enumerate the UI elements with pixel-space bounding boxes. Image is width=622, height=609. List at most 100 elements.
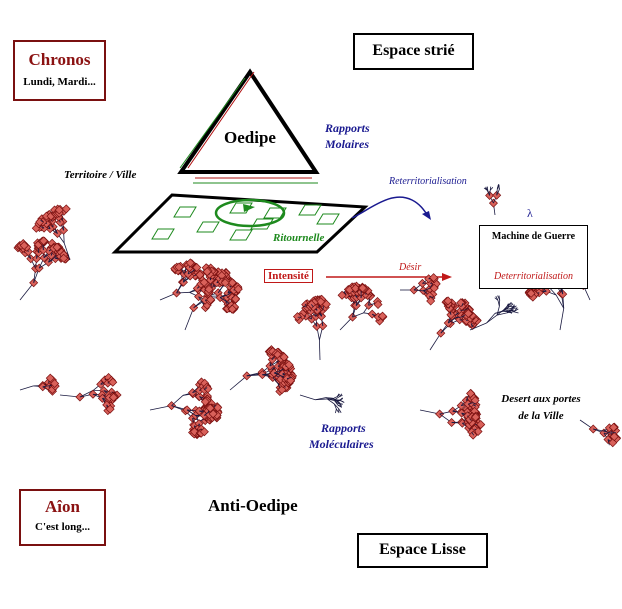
rhizome-node (61, 204, 71, 214)
rhizome-branch (339, 397, 343, 401)
rhizome-branch (429, 284, 433, 289)
rhizome-node (429, 273, 439, 283)
rhizome-node (286, 376, 296, 386)
rhizome-branch (429, 295, 434, 299)
rhizome-node (204, 284, 214, 294)
ritournelle-arrowhead (243, 204, 255, 212)
rhizome-branch (506, 303, 510, 308)
rhizome-node (609, 432, 619, 442)
rhizome-node (378, 311, 388, 321)
rhizome-branch (334, 399, 340, 404)
rhizome-branch (277, 382, 281, 388)
rhizome-branch (335, 408, 337, 414)
rhizome-node (471, 412, 481, 422)
rhizome-branch (503, 309, 510, 312)
rhizome-node (231, 294, 241, 304)
rhizome-branch (219, 297, 228, 303)
rhizome-branch (507, 304, 510, 309)
rhizome-node (358, 283, 368, 293)
rhizome-branch (486, 314, 498, 324)
rhizome-branch (495, 295, 499, 301)
rhizome-node (199, 427, 209, 437)
rhizome-branch (273, 369, 282, 374)
rhizome-branch (472, 404, 477, 407)
espace-strie-box: Espace strié (353, 33, 474, 70)
chronos-title: Chronos (28, 50, 91, 69)
rhizome-node (108, 377, 118, 387)
rhizome-branch (40, 226, 45, 229)
rhizome-branch (486, 313, 496, 324)
rhizome-branch (469, 322, 487, 331)
rhizome-node (337, 290, 347, 300)
rhizome-branch (607, 439, 610, 446)
rhizome-branch (472, 402, 476, 405)
rhizome-branch (171, 395, 184, 406)
rhizome-node (59, 253, 69, 263)
rhizome-branch (509, 303, 514, 307)
rhizome-branch (326, 398, 335, 405)
rhizome-branch (496, 184, 499, 190)
rhizome-branch (340, 400, 345, 403)
rhizome-branch (42, 385, 50, 388)
rhizome-branch (333, 403, 337, 410)
rhizome-branch (269, 361, 277, 367)
rhizome-node (174, 262, 184, 272)
rhizome-branch (271, 356, 276, 360)
rhizome-branch (509, 309, 514, 312)
ritournelle-label: Ritournelle (273, 232, 325, 244)
anti-oedipe-label: Anti-Oedipe (208, 496, 298, 515)
rhizome-branch (496, 188, 498, 196)
rhizome-node (50, 379, 60, 389)
rhizome-node (284, 360, 294, 370)
rhizome-node (220, 278, 230, 288)
rhizome-branch (429, 332, 442, 351)
espace-strie-label: Espace strié (372, 42, 455, 59)
rhizome-node (466, 388, 476, 398)
rhizome-branch (187, 270, 194, 275)
ritournelle-loop (214, 198, 286, 228)
rhizome-node (292, 312, 302, 322)
rhizome-branch (508, 303, 513, 306)
rhizome-branch (593, 428, 604, 432)
rhizome-branch (310, 304, 314, 308)
oedipe-label: Oedipe (224, 128, 276, 147)
rhizome-branch (465, 396, 469, 401)
rhizome-branch (447, 317, 457, 324)
reterritorialisation-arrow (351, 196, 429, 219)
rhizome-branch (334, 396, 340, 400)
rhizome-node (277, 385, 287, 395)
rhizome-branch (186, 409, 197, 417)
rhizome-branch (352, 312, 364, 318)
rhizome-branch (486, 186, 489, 191)
rhizome-branch (513, 308, 518, 313)
reterritorialisation-label: Reterritorialisation (389, 176, 467, 187)
rhizome-branch (470, 323, 473, 327)
oedipe-triangle (177, 68, 320, 174)
rhizome-branch (343, 291, 347, 295)
rhizome-node (200, 397, 210, 407)
rhizome-branch (489, 190, 491, 196)
chronos-box: Chronos Lundi, Mardi... (13, 40, 106, 101)
rhizome-node (476, 420, 486, 430)
aion-box: Aîon C'est long... (19, 489, 106, 546)
rhizome-node (227, 304, 237, 314)
rhizome-branch (461, 314, 466, 318)
rhizome-branch (486, 190, 490, 196)
rhizome-branch (63, 242, 71, 261)
rhizome-branch (368, 303, 375, 306)
rhizome-branch (334, 400, 339, 405)
rhizome-node (316, 297, 326, 307)
rhizome-node (468, 430, 478, 440)
aion-title: Aîon (45, 497, 80, 516)
rhizome-node (205, 403, 215, 413)
rhizome-branch (337, 404, 342, 407)
rhizome-branch (498, 295, 501, 300)
machine-de-guerre-box: Machine de Guerre Deterritorialisation (479, 225, 588, 289)
lambda-symbol: λ (527, 206, 533, 220)
rhizome-branch (217, 286, 223, 293)
rhizome-branch (555, 294, 565, 309)
rhizome-branch (48, 256, 56, 263)
rhizome-node (189, 427, 199, 437)
rhizome-branch (299, 394, 316, 401)
rhizome-branch (79, 390, 94, 398)
